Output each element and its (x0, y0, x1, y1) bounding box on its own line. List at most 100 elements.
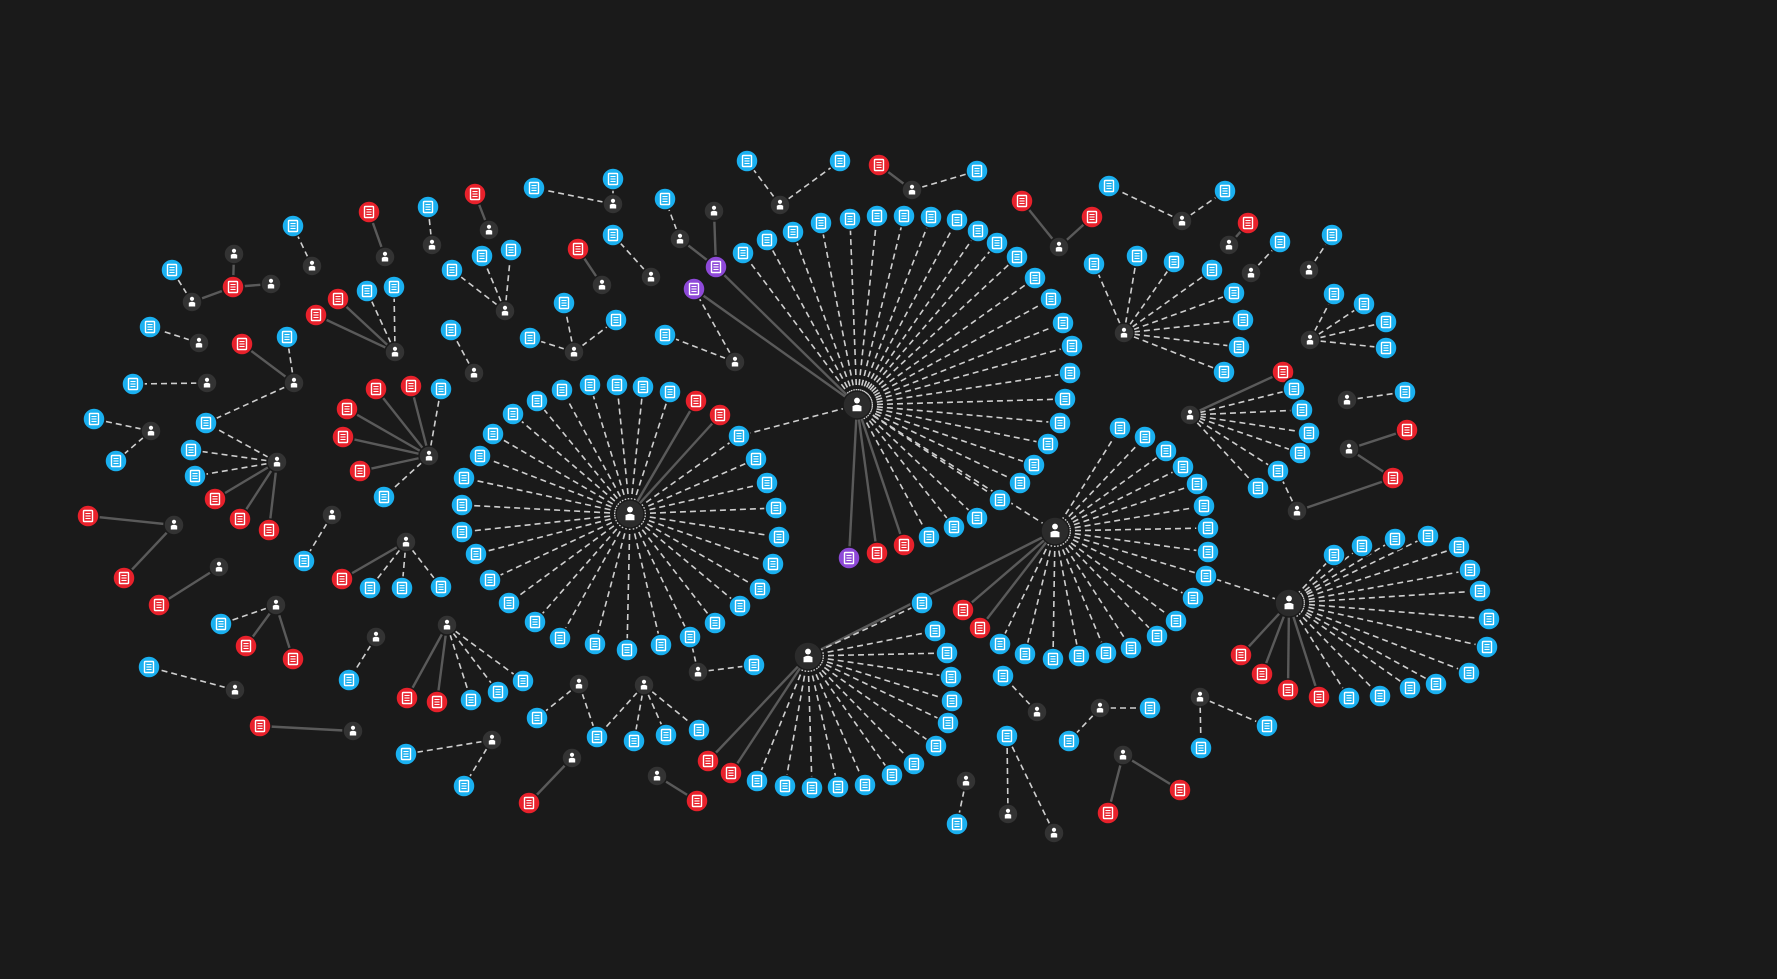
document-node[interactable] (902, 752, 926, 776)
document-node[interactable] (522, 176, 546, 200)
flagged-document-node[interactable] (304, 303, 328, 327)
flagged-document-node[interactable] (696, 749, 720, 773)
user-node[interactable] (1171, 210, 1193, 232)
document-node[interactable] (1145, 624, 1169, 648)
user-node[interactable] (418, 445, 440, 467)
flagged-document-node[interactable] (1250, 662, 1274, 686)
flagged-document-node[interactable] (708, 403, 732, 427)
user-node[interactable] (646, 765, 668, 787)
document-node[interactable] (183, 464, 207, 488)
document-node[interactable] (1350, 534, 1374, 558)
document-node[interactable] (615, 638, 639, 662)
hub-user-node[interactable] (615, 499, 645, 529)
flagged-document-node[interactable] (357, 200, 381, 224)
document-node[interactable] (470, 244, 494, 268)
flagged-document-node[interactable] (685, 789, 709, 813)
document-node[interactable] (653, 187, 677, 211)
document-node[interactable] (1368, 684, 1392, 708)
flagged-document-node[interactable] (330, 567, 354, 591)
flagged-document-node[interactable] (364, 377, 388, 401)
document-node[interactable] (82, 407, 106, 431)
document-node[interactable] (525, 706, 549, 730)
document-node[interactable] (1227, 335, 1251, 359)
document-node[interactable] (767, 525, 791, 549)
document-node[interactable] (1458, 558, 1482, 582)
document-node[interactable] (486, 680, 510, 704)
document-node[interactable] (742, 653, 766, 677)
document-node[interactable] (764, 496, 788, 520)
document-node[interactable] (995, 724, 1019, 748)
document-node[interactable] (578, 373, 602, 397)
document-node[interactable] (209, 612, 233, 636)
user-node[interactable] (955, 770, 977, 792)
document-node[interactable] (809, 211, 833, 235)
document-node[interactable] (394, 742, 418, 766)
user-node[interactable] (140, 420, 162, 442)
document-node[interactable] (1196, 540, 1220, 564)
document-node[interactable] (800, 776, 824, 800)
document-node[interactable] (104, 449, 128, 473)
document-node[interactable] (450, 493, 474, 517)
document-node[interactable] (523, 610, 547, 634)
user-node[interactable] (196, 372, 218, 394)
user-node[interactable] (1113, 322, 1135, 344)
user-node[interactable] (481, 729, 503, 751)
document-node[interactable] (1447, 535, 1471, 559)
document-node[interactable] (468, 444, 492, 468)
document-node[interactable] (499, 238, 523, 262)
document-node[interactable] (355, 279, 379, 303)
document-node[interactable] (275, 325, 299, 349)
document-node[interactable] (1022, 453, 1046, 477)
special-document-node[interactable] (837, 546, 861, 570)
document-node[interactable] (429, 575, 453, 599)
user-node[interactable] (1218, 234, 1240, 256)
document-node[interactable] (1352, 292, 1376, 316)
special-document-node[interactable] (682, 277, 706, 301)
document-node[interactable] (1200, 258, 1224, 282)
document-node[interactable] (358, 576, 382, 600)
flagged-document-node[interactable] (951, 598, 975, 622)
document-node[interactable] (1125, 244, 1149, 268)
document-node[interactable] (1255, 714, 1279, 738)
flagged-document-node[interactable] (1276, 678, 1300, 702)
document-node[interactable] (1194, 564, 1218, 588)
user-node[interactable] (602, 193, 624, 215)
user-node[interactable] (687, 661, 709, 683)
user-node[interactable] (563, 341, 585, 363)
document-node[interactable] (601, 167, 625, 191)
flagged-document-node[interactable] (112, 566, 136, 590)
flagged-document-node[interactable] (1080, 205, 1104, 229)
document-node[interactable] (892, 204, 916, 228)
user-node[interactable] (1026, 701, 1048, 723)
document-node[interactable] (601, 223, 625, 247)
document-node[interactable] (1097, 174, 1121, 198)
document-node[interactable] (605, 373, 629, 397)
document-node[interactable] (429, 377, 453, 401)
user-node[interactable] (260, 273, 282, 295)
user-node[interactable] (181, 291, 203, 313)
document-node[interactable] (1322, 543, 1346, 567)
document-node[interactable] (1477, 607, 1501, 631)
document-node[interactable] (744, 447, 768, 471)
document-node[interactable] (985, 231, 1009, 255)
document-node[interactable] (622, 729, 646, 753)
document-node[interactable] (450, 520, 474, 544)
document-node[interactable] (501, 402, 525, 426)
document-node[interactable] (1246, 476, 1270, 500)
document-node[interactable] (1231, 308, 1255, 332)
user-node[interactable] (1336, 389, 1358, 411)
document-node[interactable] (337, 668, 361, 692)
document-node[interactable] (511, 669, 535, 693)
document-node[interactable] (372, 485, 396, 509)
document-node[interactable] (1266, 459, 1290, 483)
document-node[interactable] (1060, 334, 1084, 358)
document-node[interactable] (1039, 287, 1063, 311)
document-node[interactable] (727, 424, 751, 448)
document-node[interactable] (1181, 586, 1205, 610)
document-node[interactable] (1424, 672, 1448, 696)
flagged-document-node[interactable] (865, 541, 889, 565)
document-node[interactable] (703, 611, 727, 635)
user-node[interactable] (591, 274, 613, 296)
user-node[interactable] (266, 451, 288, 473)
flagged-document-node[interactable] (517, 791, 541, 815)
